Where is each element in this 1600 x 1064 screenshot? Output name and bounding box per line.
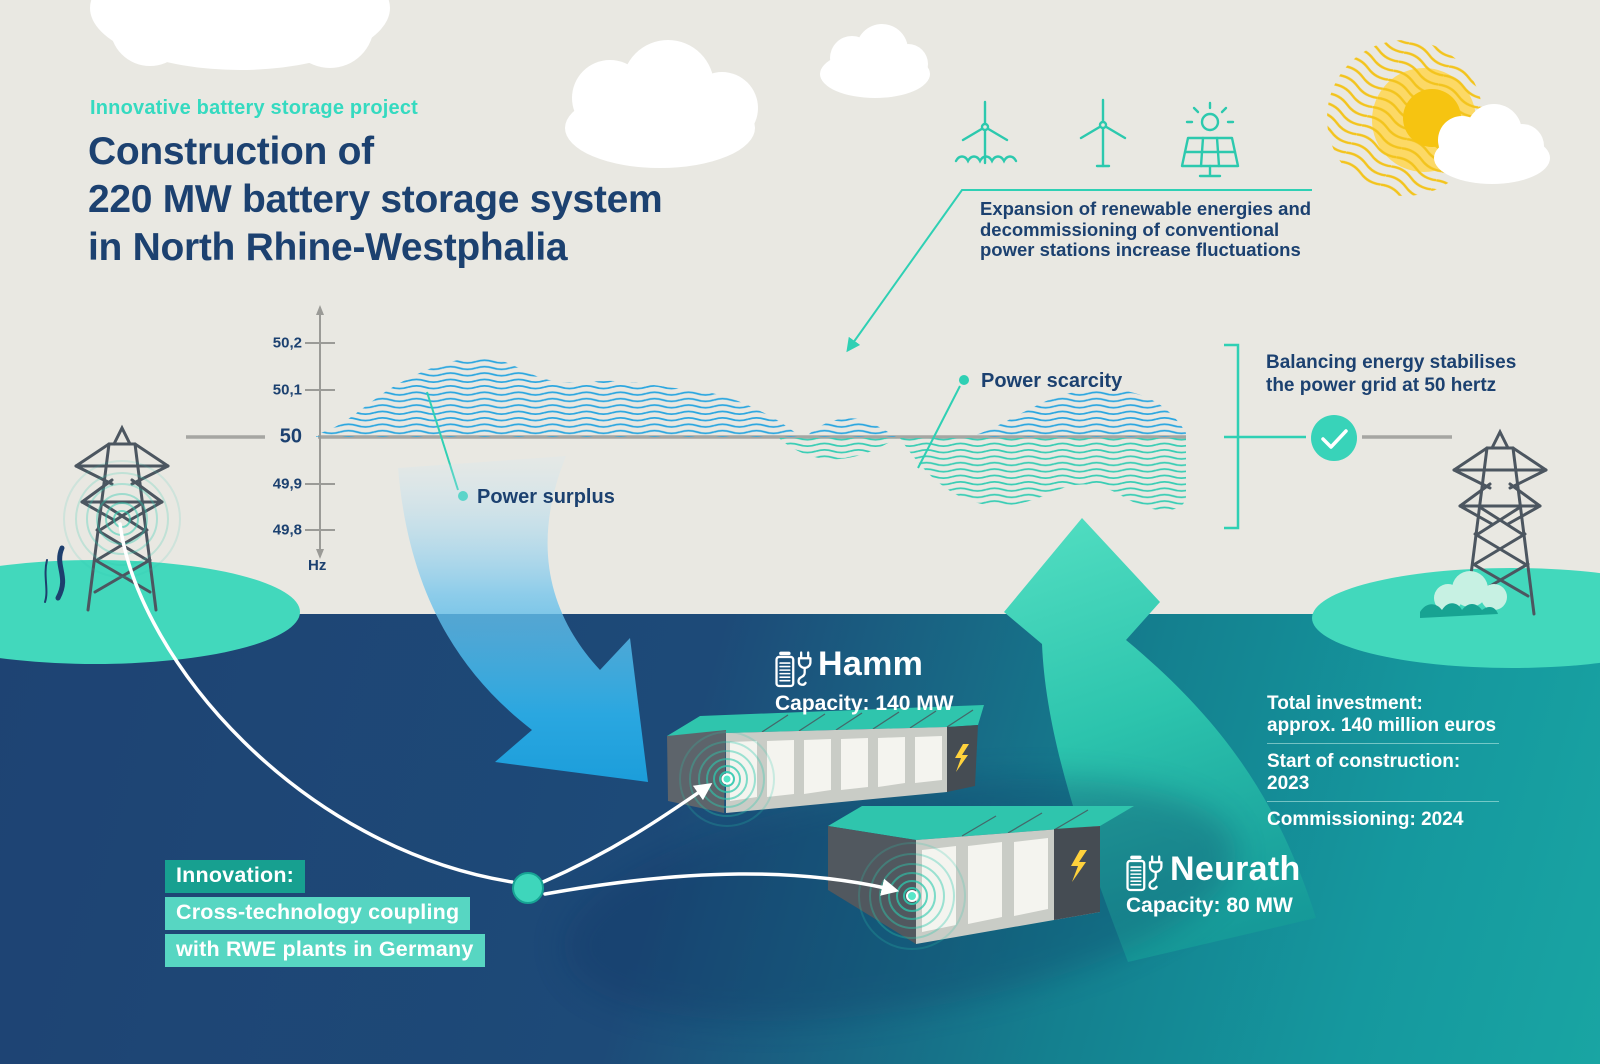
divider: [1267, 743, 1499, 744]
offshore-wind-turbine-icon: [954, 100, 1018, 165]
innovation-row: with RWE plants in Germany: [165, 934, 485, 967]
cloud: [90, 0, 390, 70]
eyebrow-label: Innovative battery storage project: [90, 97, 419, 119]
note-line: Expansion of renewable energies and: [980, 198, 1312, 219]
hamm-connection-dot: [721, 773, 733, 785]
reed-plant: [44, 545, 66, 603]
lightning-bolt-icon: [1071, 850, 1087, 882]
surplus-label: Power surplus: [477, 486, 615, 508]
facts-block: Total investment: approx. 140 million eu…: [1267, 693, 1501, 831]
neurath-capacity: Capacity: 80 MW: [1126, 894, 1293, 917]
balancing-bracket: [1224, 343, 1306, 530]
hamm-capacity: Capacity: 140 MW: [775, 692, 954, 715]
solar-panel-icon: [1180, 101, 1240, 178]
frequency-axis: [305, 305, 335, 559]
ytick-49-9: 49,9: [272, 475, 302, 493]
lightning-bolt-icon: [955, 744, 969, 772]
innovation-line: Innovation:: [165, 860, 306, 893]
scarcity-callout-line: [917, 375, 969, 469]
coupling-junction-dot: [512, 872, 544, 904]
innovation-row: Innovation:: [165, 860, 485, 893]
renewables-note: Expansion of renewable energies and deco…: [980, 198, 1312, 261]
innovation-row: Cross-technology coupling: [165, 897, 485, 930]
title-line: in North Rhine-Westphalia: [88, 226, 568, 269]
divider: [1267, 801, 1499, 802]
check-icon: [1311, 415, 1357, 461]
hamm-signal-rings: [679, 731, 775, 827]
ytick-50-2: 50,2: [272, 334, 302, 352]
note-line: decommissioning of conventional: [980, 218, 1280, 240]
fact-line: Commissioning: 2024: [1267, 809, 1464, 830]
scarcity-label: Power scarcity: [981, 370, 1123, 392]
discharge-flow-arrow: [1004, 518, 1316, 962]
ytick-49-8: 49,8: [272, 521, 302, 539]
title-line: 220 MW battery storage system: [88, 178, 663, 221]
title-line: Construction of: [88, 130, 374, 173]
hamm-site-name: Hamm: [818, 645, 924, 683]
innovation-callout: Innovation: Cross-technology coupling wi…: [165, 860, 485, 971]
fact-line: Start of construction: 2023: [1267, 751, 1461, 794]
cloud: [565, 40, 758, 168]
surplus-wave-area: [316, 357, 1186, 437]
right-island: [1312, 568, 1600, 668]
hamm-battery-container: [667, 705, 984, 813]
coupling-lines: [118, 522, 900, 896]
balancing-line: the power grid at 50 hertz: [1266, 375, 1497, 396]
onshore-wind-turbine-icon: [1079, 98, 1127, 168]
fact-line: approx. 140 million euros: [1267, 714, 1497, 736]
bush: [1420, 571, 1507, 618]
fact-line: Total investment:: [1267, 693, 1423, 714]
axis-unit-label: Hz: [308, 557, 327, 574]
cloud: [1434, 104, 1550, 184]
ytick-50-1: 50,1: [272, 381, 302, 399]
innovation-line: Cross-technology coupling: [165, 897, 471, 930]
page-title: Construction of 220 MW battery storage s…: [88, 128, 663, 272]
surplus-flow-arrow: [398, 456, 648, 782]
pylon-signal-rings: [63, 460, 181, 578]
neurath-signal-rings: [858, 842, 966, 950]
scarcity-wave-area: [779, 438, 1186, 511]
ytick-50: 50: [279, 425, 302, 448]
renewables-callout-line: [846, 189, 1312, 353]
neurath-connection-dot: [906, 890, 918, 902]
cloud: [820, 24, 930, 98]
balancing-note: Balancing energy stabilises the power gr…: [1266, 351, 1516, 397]
neurath-site-name: Neurath: [1170, 850, 1301, 888]
note-line: power stations increase fluctuations: [980, 239, 1301, 260]
innovation-line: with RWE plants in Germany: [165, 934, 485, 967]
balancing-line: Balancing energy stabilises: [1266, 352, 1517, 373]
